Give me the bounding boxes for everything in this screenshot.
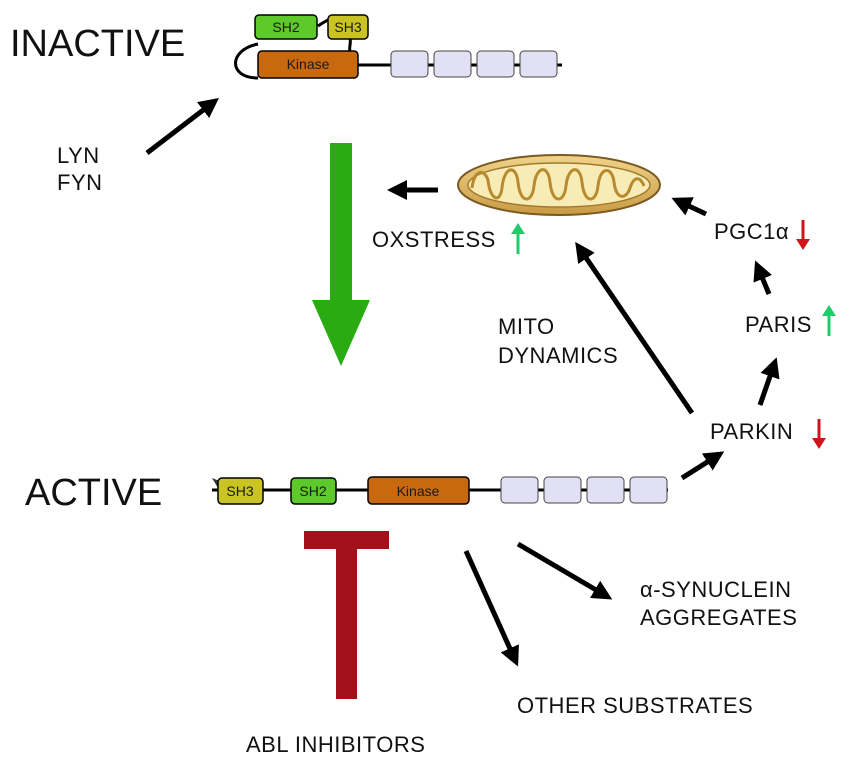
inactive-protein: SH2 SH3 Kinase [234, 14, 562, 80]
pgc1a-to-mito-arrow [671, 197, 708, 217]
svg-text:Kinase: Kinase [397, 483, 440, 499]
inactive-sh2-domain: SH2 [254, 14, 318, 40]
abl-inhibitors-label: ABL INHIBITORS [246, 732, 425, 757]
svg-text:SH3: SH3 [226, 483, 253, 499]
parkin-down-arrow-icon [812, 419, 826, 449]
mito-dynamics-label-line1: MITO [498, 314, 555, 339]
activation-arrow [312, 143, 370, 366]
inactive-repeat-box [519, 50, 558, 78]
active-kinase-domain: Kinase [367, 476, 470, 505]
active-to-other-arrow [463, 549, 519, 667]
paris-label: PARIS [745, 312, 812, 337]
active-protein: SH3 SH2 Kinase [212, 476, 668, 505]
lyn-label: LYN [57, 143, 100, 168]
oxstress-label: OXSTRESS [372, 227, 496, 252]
parkin-to-paris-arrow [757, 357, 780, 406]
synuclein-label-line2: AGGREGATES [640, 605, 797, 630]
inactive-label: INACTIVE [10, 23, 185, 65]
active-label: ACTIVE [25, 472, 162, 514]
active-to-synuclein-arrow [516, 541, 613, 600]
active-sh3-domain: SH3 [217, 477, 264, 505]
inactive-kinase-domain: Kinase [257, 50, 359, 79]
synuclein-label-line1: α-SYNUCLEIN [640, 577, 791, 602]
inactive-repeat-box [476, 50, 515, 78]
active-repeat-box [629, 476, 668, 504]
pgc1a-label: PGC1α [714, 219, 789, 244]
other-substrates-label: OTHER SUBSTRATES [517, 693, 753, 718]
svg-text:Kinase: Kinase [287, 56, 330, 72]
oxstress-up-arrow-icon [511, 223, 525, 254]
inactive-loop-left [234, 42, 259, 80]
fyn-label: FYN [57, 170, 103, 195]
pgc1a-down-arrow-icon [796, 220, 810, 250]
inactive-repeat-box [433, 50, 472, 78]
parkin-to-oxstress-arrow [575, 241, 695, 415]
paris-to-pgc1a-arrow [753, 260, 772, 295]
mitochondrion-icon [457, 154, 661, 216]
svg-text:SH2: SH2 [272, 19, 299, 35]
active-sh2-domain: SH2 [290, 477, 337, 505]
inactive-repeat-box [390, 50, 429, 78]
inhibition-bar [304, 531, 389, 699]
svg-text:SH2: SH2 [299, 483, 326, 499]
parkin-label: PARKIN [710, 419, 793, 444]
active-repeat-box [543, 476, 582, 504]
lyn-fyn-arrow [145, 97, 219, 155]
paris-up-arrow-icon [822, 305, 836, 336]
mito-dynamics-label-line2: DYNAMICS [498, 343, 618, 368]
svg-text:SH3: SH3 [334, 19, 361, 35]
inactive-sh3-domain: SH3 [327, 14, 369, 40]
active-repeat-box [586, 476, 625, 504]
active-to-parkin-arrow [680, 451, 725, 481]
active-repeat-box [500, 476, 539, 504]
